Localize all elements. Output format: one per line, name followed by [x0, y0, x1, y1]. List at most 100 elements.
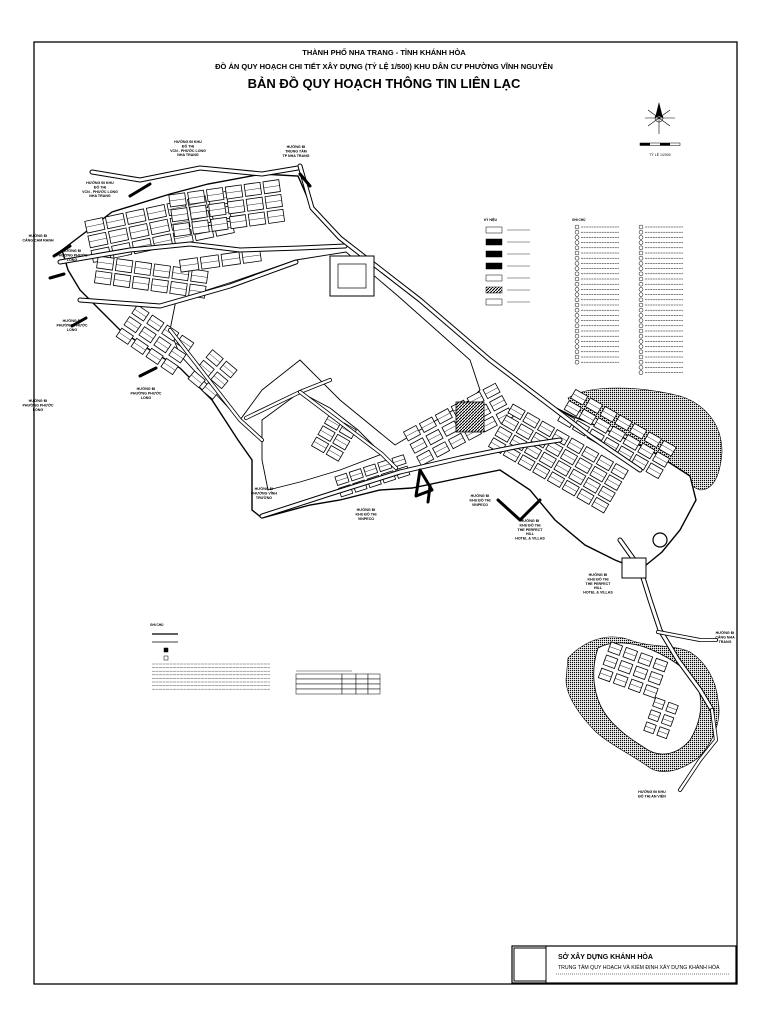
- index-legend-symbol: [638, 359, 644, 365]
- small-table-cell: [295, 678, 343, 685]
- block-cluster-northwest: [84, 179, 286, 400]
- index-legend-symbol: [638, 235, 644, 240]
- index-legend-symbol: [638, 344, 644, 349]
- index-legend-symbol: [638, 323, 644, 329]
- map-legend-swatch: [485, 238, 503, 246]
- north-arrow-icon: [639, 102, 681, 146]
- index-legend-symbol: [638, 313, 644, 318]
- index-legend-symbol: [638, 307, 644, 313]
- index-legend-symbol: [574, 302, 580, 308]
- index-legend-symbol: [638, 297, 644, 303]
- index-legend-symbol: [574, 250, 580, 256]
- index-legend-symbol: [638, 250, 644, 256]
- index-legend-symbol: [638, 261, 644, 266]
- index-legend-symbol: [638, 333, 644, 339]
- small-table-cell: [341, 673, 357, 680]
- small-table-cell: [295, 688, 343, 695]
- title-block-center: TRUNG TÂM QUY HOẠCH VÀ KIỂM ĐỊNH XÂY DỰN…: [558, 964, 720, 971]
- small-table-cell: [367, 683, 381, 690]
- title-block-org: SỞ XÂY DỰNG KHÁNH HÒA: [558, 952, 653, 961]
- index-legend-symbol: [574, 292, 580, 297]
- index-legend-symbol: [638, 328, 644, 334]
- map-legend-swatch: [485, 274, 503, 282]
- index-legend-symbol: [574, 318, 580, 323]
- index-legend-symbol: [638, 365, 644, 370]
- index-legend-symbol: [574, 354, 580, 360]
- school-block: [455, 401, 485, 433]
- index-legend-symbol: [638, 349, 644, 355]
- lower-legend: GHI CHÚ: [150, 622, 270, 690]
- park-block: [329, 255, 375, 297]
- small-table-cell: [341, 678, 357, 685]
- index-legend-symbol: [574, 245, 580, 251]
- header-line-1: THÀNH PHỐ NHA TRANG - TỈNH KHÁNH HÒA: [302, 47, 466, 57]
- small-table-cell: [341, 683, 357, 690]
- index-legend-symbol: [638, 354, 644, 360]
- small-table-cell: [295, 673, 343, 680]
- scale-label: TỶ LỆ 1/2000: [649, 152, 670, 157]
- index-legend-symbol: [574, 339, 580, 344]
- index-legend-symbol: [574, 281, 580, 287]
- index-legend-symbol: [638, 287, 644, 292]
- index-legend-symbol: [574, 240, 580, 245]
- sheet-border: [33, 41, 738, 985]
- index-legend-symbol: [574, 271, 580, 277]
- small-table-cell: [367, 688, 381, 695]
- small-table-cell: [355, 688, 369, 695]
- index-legend-symbol: [574, 261, 580, 266]
- page-title: BẢN ĐỒ QUY HOẠCH THÔNG TIN LIÊN LẠC: [248, 76, 521, 91]
- index-legend-symbol: [638, 281, 644, 287]
- small-table-cell: [341, 688, 357, 695]
- roundabout: [652, 532, 668, 548]
- index-legend-symbol: [574, 276, 580, 282]
- map-legend-swatch: [485, 250, 503, 258]
- map-legend: KÝ HIỆU: [484, 217, 530, 306]
- small-table-cell: [355, 678, 369, 685]
- index-legend-symbol: [638, 240, 644, 245]
- index-legend-symbol: [638, 339, 644, 344]
- index-legend-symbol: [574, 287, 580, 292]
- road-network: [48, 163, 718, 792]
- index-legend-symbol: [574, 229, 580, 235]
- index-legend-symbol: [574, 313, 580, 318]
- index-legend-symbol: [638, 292, 644, 297]
- index-legend-symbol: [638, 370, 644, 375]
- plaza-square: [621, 557, 647, 579]
- small-table-cell: [367, 678, 381, 685]
- map-legend-swatch: [485, 262, 503, 270]
- index-legend-symbol: [574, 224, 580, 230]
- index-legend-symbol: [574, 255, 580, 261]
- index-legend-title: GHI CHÚ: [572, 217, 586, 222]
- header-line-2: ĐỒ ÁN QUY HOẠCH CHI TIẾT XÂY DỰNG (TỶ LỆ…: [215, 61, 553, 71]
- index-legend-symbol: [638, 255, 644, 261]
- small-table-cell: [295, 683, 343, 690]
- index-legend-symbol: [638, 245, 644, 251]
- small-table: [295, 670, 381, 695]
- index-legend-symbol: [574, 307, 580, 313]
- map-legend-title: KÝ HIỆU: [484, 217, 498, 222]
- index-legend-symbol: [574, 266, 580, 271]
- index-legend-symbol: [638, 302, 644, 308]
- index-legend-symbol: [574, 359, 580, 365]
- index-legend-symbol: [638, 229, 644, 235]
- index-legend-symbol: [574, 297, 580, 303]
- map-legend-swatch: [485, 226, 503, 234]
